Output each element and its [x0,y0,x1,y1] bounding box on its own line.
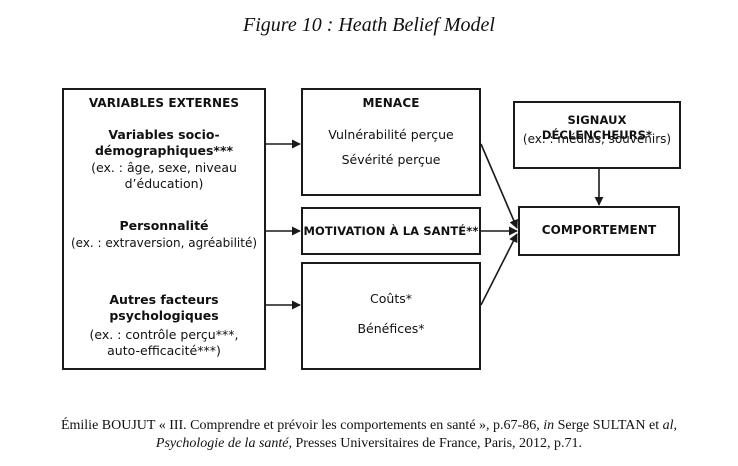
socio-demographic-example-line1: (ex. : âge, sexe, niveau [91,160,237,175]
external-variables-box: VARIABLES EXTERNES Variables socio- démo… [62,88,266,370]
caption-publisher: , Presses Universitaires de France, Pari… [288,436,583,451]
cues-to-action-header: SIGNAUX DÉCLENCHEURS* [541,113,653,142]
arrow-threat-to-behavior [480,143,518,229]
health-motivation-header: MOTIVATION À LA SANTÉ** [303,224,479,238]
caption-book-title: Psychologie de la santé [155,436,289,451]
other-factors-title-line1: Autres facteurs [109,292,219,307]
figure-title: Figure 10 : Heath Belief Model [243,14,495,36]
personality-title: Personnalité [119,218,209,233]
costs-label: Coûts* [370,291,412,306]
behavior-box: COMPORTEMENT [518,206,680,256]
perceived-severity: Sévérité perçue [341,152,441,167]
other-factors-example-line2: auto-efficacité***) [107,343,221,358]
figure-caption: Émilie BOUJUT « III. Comprendre et prévo… [0,417,738,453]
external-variables-header: VARIABLES EXTERNES [88,96,240,110]
caption-line-1: Émilie BOUJUT « III. Comprendre et prévo… [0,417,738,435]
personality-example: (ex. : extraversion, agréabilité) [70,236,258,250]
costs-benefits-box: Coûts* Bénéfices* [301,262,481,370]
caption-source-text: Émilie BOUJUT « III. Comprendre et prévo… [60,418,544,433]
arrow-costs-to-behavior [480,233,518,306]
benefits-label: Bénéfices* [357,321,425,336]
caption-in: in [543,418,555,433]
behavior-header: COMPORTEMENT [541,223,657,237]
threat-box: MENACE Vulnérabilité perçue Sévérité per… [301,88,481,196]
caption-editor: Serge SULTAN et [554,418,663,433]
cues-to-action-box: SIGNAUX DÉCLENCHEURS* (ex. : médias, sou… [513,101,681,169]
other-factors-title-line2: psychologiques [109,308,219,323]
socio-demographic-title-line1: Variables socio- [108,127,220,142]
cues-to-action-example: (ex. : médias, souvenirs) [522,132,672,146]
caption-al: al, [662,418,678,433]
other-factors-example-line1: (ex. : contrôle perçu***, [89,327,239,342]
socio-demographic-title-line2: démographiques*** [94,143,234,158]
caption-line-2: Psychologie de la santé, Presses Univers… [0,435,738,453]
perceived-vulnerability: Vulnérabilité perçue [328,127,454,142]
health-motivation-box: MOTIVATION À LA SANTÉ** [301,207,481,255]
threat-header: MENACE [362,96,420,110]
socio-demographic-example-line2: d’éducation) [124,176,204,191]
